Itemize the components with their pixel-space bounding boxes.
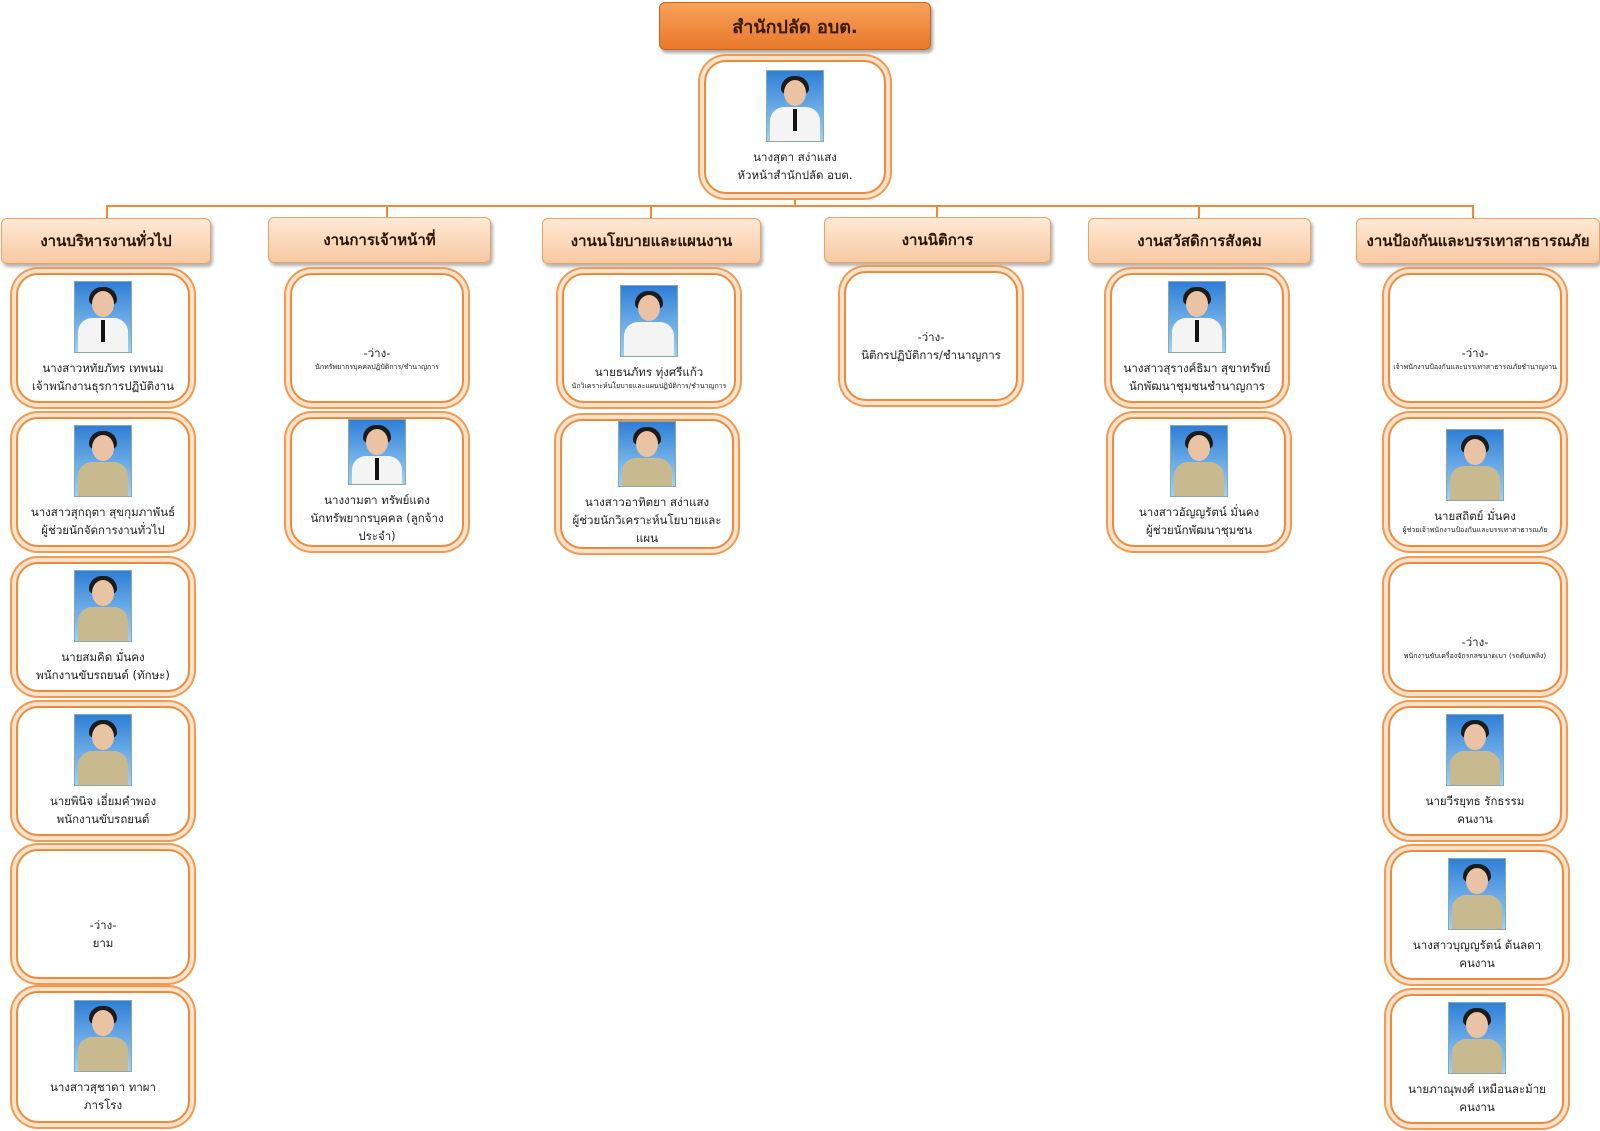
staff-photo — [1448, 1002, 1506, 1074]
staff-photo — [620, 284, 678, 357]
connector-dept-3 — [650, 205, 652, 218]
dept-header-social-welfare: งานสวัสดิการสังคม — [1088, 218, 1311, 264]
staff-name: นายสถิตย์ มั่นคง — [1434, 508, 1516, 523]
vacant-card: -ว่าง- พนักงานขับเครื่องจักรกลขนาดเบา (ร… — [1388, 562, 1562, 692]
staff-name: -ว่าง- — [89, 918, 117, 932]
connector-dept-4 — [936, 205, 938, 217]
connector-dept-1 — [106, 205, 108, 218]
dept-header-policy-planning: งานนโยบายและแผนงาน — [542, 218, 761, 264]
staff-card: นายสถิตย์ มั่นคง ผู้ช่วยเจ้าพนักงานป้องก… — [1388, 417, 1562, 547]
staff-photo — [1446, 428, 1504, 501]
staff-role: ผู้ช่วยเจ้าพนักงานป้องกันและบรรเทาสาธารณ… — [1402, 525, 1548, 534]
staff-photo — [74, 714, 132, 786]
connector-horizontal — [106, 205, 1474, 207]
staff-card: นางสาวอัญญรัตน์ มั่นคง ผู้ช่วยนักพัฒนาชุ… — [1112, 417, 1286, 547]
vacant-card: -ว่าง- นิติกรปฏิบัติการ/ชำนาญการ — [844, 271, 1018, 401]
connector-dept-5 — [1198, 205, 1200, 218]
staff-photo — [74, 425, 132, 497]
staff-role: ผู้ช่วยนักวิเคราะห์นโยบายและแผน — [572, 513, 722, 545]
staff-photo — [348, 419, 406, 485]
head-photo — [766, 70, 824, 142]
staff-card: นางงามตา ทรัพย์แดง นักทรัพยากรบุคคล (ลูก… — [290, 417, 464, 547]
staff-card: นางสาวสุกฤตา สุขกุมภาพันธ์ ผู้ช่วยนักจัด… — [16, 417, 190, 547]
staff-role: เจ้าพนักงานธุรการปฏิบัติงาน — [32, 379, 174, 393]
staff-name: นางงามตา ทรัพย์แดง — [324, 493, 430, 507]
staff-name: นางสาวบุญญรัตน์ ต้นลดา — [1412, 938, 1542, 952]
staff-name: -ว่าง- — [1461, 345, 1489, 360]
head-role: หัวหน้าสำนักปลัด อบต. — [737, 168, 853, 182]
staff-role: นิติกรปฏิบัติการ/ชำนาญการ — [861, 348, 1001, 362]
dept-header-personnel: งานการเจ้าหน้าที่ — [268, 217, 491, 263]
staff-role: ยาม — [92, 936, 114, 950]
staff-name: -ว่าง- — [1461, 634, 1489, 649]
connector-head-down — [794, 196, 796, 206]
staff-name: นางสาวอัญญรัตน์ มั่นคง — [1138, 505, 1260, 519]
staff-role: นักทรัพยากรบุคคลปฏิบัติการ/ชำนาญการ — [315, 362, 439, 371]
staff-card: นางสาวสุชาดา ทาผา ภารโรง — [16, 991, 190, 1123]
staff-card: นางสาวอาทิตยา สง่าแสง ผู้ช่วยนักวิเคราะห… — [560, 419, 734, 549]
staff-card: นายธนภัทร ทุ่งศรีแก้ว นักวิเคราะห์นโยบาย… — [562, 273, 736, 403]
staff-name: นางสาวสุชาดา ทาผา — [50, 1080, 156, 1094]
head-card: นางสุดา สง่าแสง หัวหน้าสำนักปลัด อบต. — [704, 60, 886, 194]
staff-role: ภารโรง — [83, 1098, 123, 1112]
staff-role: ผู้ช่วยนักพัฒนาชุมชน — [1146, 523, 1252, 537]
staff-role: พนักงานขับเครื่องจักรกลขนาดเบา (รถดับเพล… — [1403, 651, 1547, 660]
staff-role: คนงาน — [1459, 956, 1495, 970]
staff-role: นักทรัพยากรบุคคล (ลูกจ้างประจำ) — [310, 511, 444, 543]
staff-photo — [1448, 858, 1506, 930]
staff-photo — [74, 281, 132, 353]
staff-card: นายสมคิด มั่นคง พนักงานขับรถยนต์ (ทักษะ) — [16, 562, 190, 692]
staff-photo — [1170, 425, 1228, 497]
staff-photo — [1168, 281, 1226, 353]
staff-name: นายภาณุพงศ์ เหมือนละม้าย — [1408, 1082, 1546, 1096]
staff-name: นางสาวสุกฤตา สุขกุมภาพันธ์ — [30, 505, 176, 519]
connector-dept-2 — [386, 205, 388, 217]
staff-card: นายวีรยุทธ รักธรรม คนงาน — [1388, 706, 1562, 836]
head-name: นางสุดา สง่าแสง — [753, 150, 837, 164]
staff-photo — [74, 1000, 132, 1072]
staff-card: นายพินิจ เอี่ยมคำพอง พนักงานขับรถยนต์ — [16, 706, 190, 836]
staff-name: นายสมคิด มั่นคง — [61, 650, 145, 664]
staff-card: นางสาวบุญญรัตน์ ต้นลดา คนงาน — [1390, 850, 1564, 980]
staff-photo — [74, 570, 132, 642]
staff-name: นางสาวหทัยภัทร เทพนม — [42, 361, 164, 375]
connector-dept-6 — [1472, 205, 1474, 218]
staff-role: คนงาน — [1459, 1100, 1495, 1114]
staff-role: พนักงานขับรถยนต์ — [56, 812, 150, 826]
staff-name: -ว่าง- — [917, 330, 945, 344]
staff-role: คนงาน — [1457, 812, 1493, 826]
staff-photo — [618, 421, 676, 487]
staff-card: นางสาวสุรางค์ธิมา สุขาทรัพย์ นักพัฒนาชุม… — [1110, 273, 1284, 403]
dept-header-legal: งานนิติการ — [824, 217, 1051, 263]
staff-photo — [1446, 714, 1504, 786]
staff-card: นายภาณุพงศ์ เหมือนละม้าย คนงาน — [1390, 994, 1564, 1124]
dept-header-general-admin: งานบริหารงานทั่วไป — [1, 218, 211, 264]
staff-role: เจ้าพนักงานป้องกันและบรรเทาสาธารณภัยชำนา… — [1393, 362, 1557, 371]
staff-name: นางสาวอาทิตยา สง่าแสง — [584, 495, 710, 509]
staff-role: นักวิเคราะห์นโยบายและแผนปฏิบัติการ/ชำนาญ… — [571, 381, 727, 390]
staff-name: นางสาวสุรางค์ธิมา สุขาทรัพย์ — [1123, 361, 1271, 375]
vacant-card: -ว่าง- ยาม — [16, 849, 190, 979]
staff-role: ผู้ช่วยนักจัดการงานทั่วไป — [41, 523, 165, 537]
dept-header-disaster-prevention: งานป้องกันและบรรเทาสาธารณภัย — [1356, 218, 1600, 264]
staff-card: นางสาวหทัยภัทร เทพนม เจ้าพนักงานธุรการปฏ… — [16, 273, 190, 403]
staff-name: -ว่าง- — [363, 345, 391, 360]
staff-role: นักพัฒนาชุมชนชำนาญการ — [1128, 379, 1266, 393]
staff-name: นายพินิจ เอี่ยมคำพอง — [49, 794, 157, 808]
vacant-card: -ว่าง- เจ้าพนักงานป้องกันและบรรเทาสาธารณ… — [1388, 273, 1562, 403]
staff-name: นายวีรยุทธ รักธรรม — [1425, 794, 1525, 808]
staff-role: พนักงานขับรถยนต์ (ทักษะ) — [36, 668, 170, 682]
staff-name: นายธนภัทร ทุ่งศรีแก้ว — [594, 364, 704, 379]
office-title: สำนักปลัด อบต. — [659, 2, 931, 50]
vacant-card: -ว่าง- นักทรัพยากรบุคคลปฏิบัติการ/ชำนาญก… — [290, 273, 464, 403]
